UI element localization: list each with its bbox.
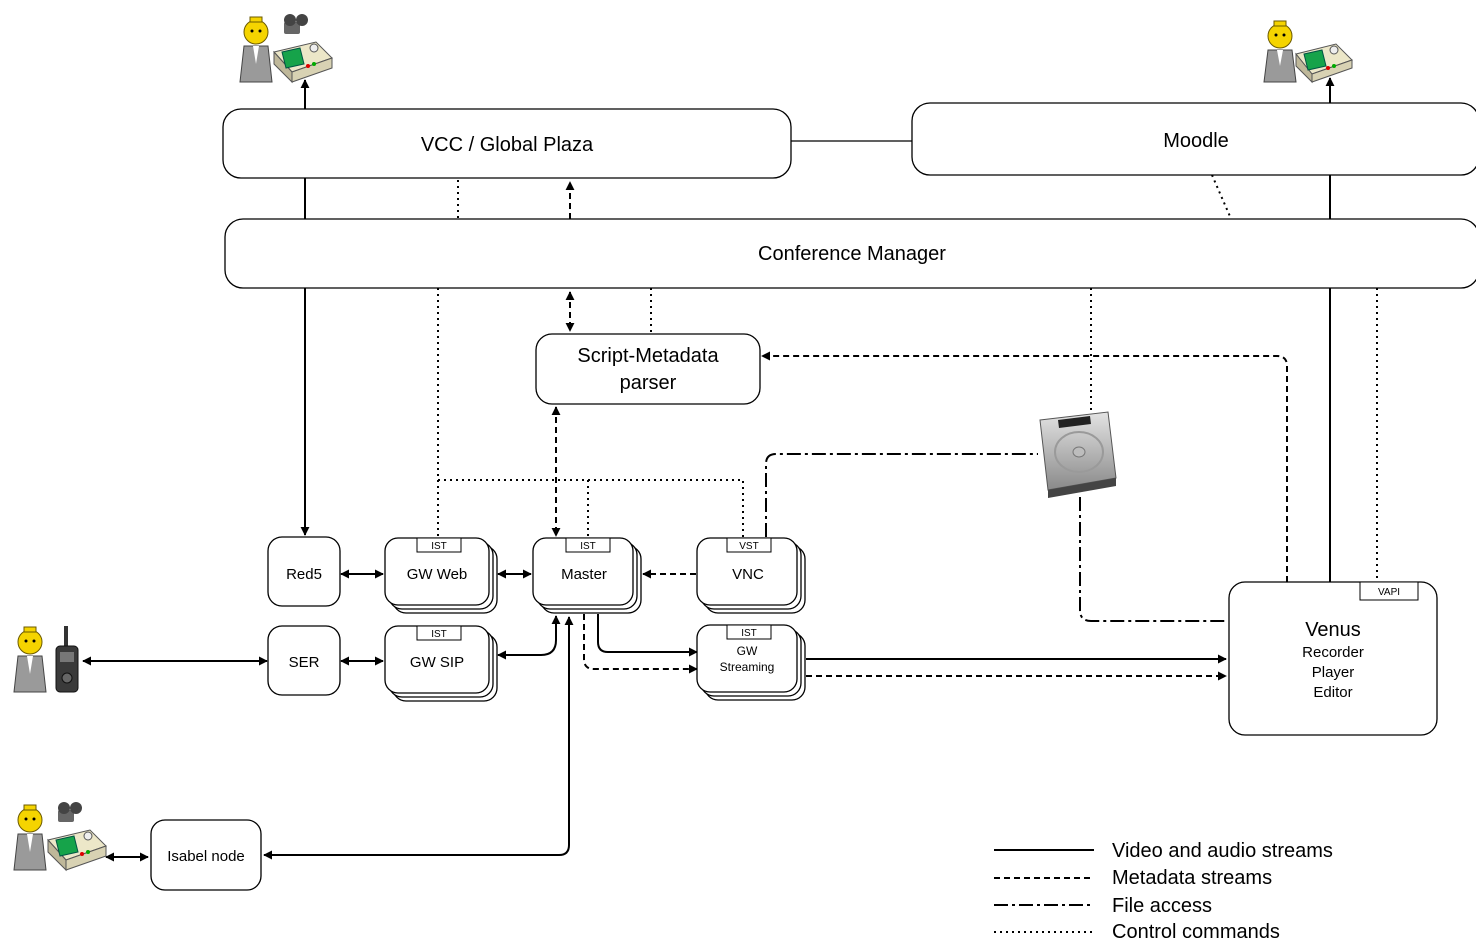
link-vnc-disk xyxy=(765,453,1038,537)
venus-line3: Editor xyxy=(1313,684,1352,701)
gw-web-box[interactable]: IST GW Web xyxy=(384,537,498,614)
red5-label: Red5 xyxy=(286,566,322,583)
master-tag: IST xyxy=(580,541,596,552)
parser-label-line1: Script-Metadata xyxy=(577,345,719,367)
legend: Video and audio streams Metadata streams… xyxy=(994,840,1333,943)
isabel-node-label: Isabel node xyxy=(167,848,245,865)
vnc-tag: VST xyxy=(739,541,758,552)
master-box[interactable]: IST Master xyxy=(532,537,642,614)
gw-sip-tag: IST xyxy=(431,629,447,640)
link-gwsip-master xyxy=(497,615,561,660)
conference-manager-label: Conference Manager xyxy=(758,243,946,265)
connections xyxy=(82,77,1378,862)
link-master-gwstreaming-dashed xyxy=(583,614,698,674)
gw-sip-box[interactable]: IST GW SIP xyxy=(384,625,498,702)
venus-box[interactable]: VAPI Venus Recorder Player Editor xyxy=(1228,581,1438,736)
venus-tag: VAPI xyxy=(1378,587,1400,598)
master-label: Master xyxy=(561,566,607,583)
user-with-phone-icon xyxy=(13,626,79,693)
ser-box[interactable]: SER xyxy=(267,625,341,696)
moodle-box[interactable]: Moodle xyxy=(911,102,1476,176)
link-disk-venus xyxy=(1079,497,1228,622)
venus-line2: Player xyxy=(1312,664,1355,681)
gw-streaming-box[interactable]: IST GW Streaming xyxy=(696,624,806,701)
legend-label-file-access: File access xyxy=(1112,895,1212,917)
venus-line1: Recorder xyxy=(1302,644,1364,661)
gw-web-label: GW Web xyxy=(407,566,468,583)
parser-label-line2: parser xyxy=(620,372,677,394)
link-master-isabel xyxy=(263,616,574,860)
control-bus-dotted xyxy=(438,479,744,537)
hard-disk-icon xyxy=(1039,411,1117,498)
link-venus-parser xyxy=(761,351,1288,582)
gw-web-tag: IST xyxy=(431,541,447,552)
user-with-camera-and-terminal-icon xyxy=(239,14,333,84)
isabel-node-box[interactable]: Isabel node xyxy=(150,819,262,891)
user-with-camera-and-terminal-icon xyxy=(13,802,107,872)
parser-box[interactable]: Script-Metadata parser xyxy=(535,333,761,405)
vnc-box[interactable]: VST VNC xyxy=(696,537,806,614)
venus-title: Venus xyxy=(1305,619,1361,641)
vcc-label: VCC / Global Plaza xyxy=(421,134,594,156)
vnc-label: VNC xyxy=(732,566,764,583)
link-moodle-cm-dotted xyxy=(1211,174,1233,222)
legend-label-video: Video and audio streams xyxy=(1112,840,1333,862)
gw-sip-label: GW SIP xyxy=(410,654,464,671)
gw-streaming-label-line2: Streaming xyxy=(720,660,775,674)
moodle-label: Moodle xyxy=(1163,130,1229,152)
legend-label-control: Control commands xyxy=(1112,921,1280,943)
gw-streaming-label-line1: GW xyxy=(737,644,758,658)
ser-label: SER xyxy=(289,654,320,671)
user-with-terminal-icon xyxy=(1263,20,1353,84)
conference-manager-box[interactable]: Conference Manager xyxy=(224,218,1476,289)
legend-label-metadata: Metadata streams xyxy=(1112,867,1272,889)
vcc-box[interactable]: VCC / Global Plaza xyxy=(222,108,792,179)
gw-streaming-tag: IST xyxy=(741,628,757,639)
red5-box[interactable]: Red5 xyxy=(267,536,341,607)
link-master-gwstreaming xyxy=(597,614,698,657)
